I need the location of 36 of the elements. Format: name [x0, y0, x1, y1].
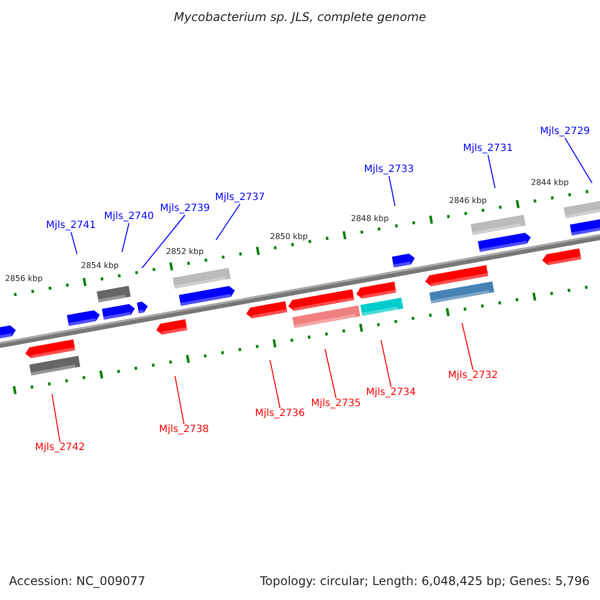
scale-label: 2852 kbp [166, 248, 204, 256]
scale-label: 2844 kbp [531, 179, 569, 187]
gene-label: Mjls_2734 [366, 388, 416, 398]
gene-label: Mjls_2739 [160, 204, 210, 214]
scale-label: 2850 kbp [270, 233, 308, 241]
gene-label: Mjls_2735 [311, 399, 361, 409]
leader-line [270, 360, 280, 408]
scale-label: 2848 kbp [351, 215, 389, 223]
gene-label: Mjls_2737 [215, 193, 265, 203]
scale-label: 2846 kbp [449, 197, 487, 205]
gene-label: Mjls_2729 [540, 127, 590, 137]
gene-label: Mjls_2736 [255, 409, 305, 419]
leader-line [174, 376, 184, 424]
gene-label: Mjls_2738 [159, 425, 209, 435]
leader-line [380, 340, 392, 388]
leader-line [462, 322, 474, 370]
title: Mycobacterium sp. JLS, complete genome [172, 11, 428, 23]
leader-line [216, 204, 240, 240]
gene-label: Mjls_2731 [463, 144, 513, 154]
footer-text: Topology: circular; Length: 6,048,425 bp; Genes: 5,796 [260, 575, 590, 587]
scale-label: 2854 kbp [81, 262, 119, 270]
footer-text: Accession: NC_009077 [9, 575, 146, 587]
gene-label: Mjls_2732 [448, 371, 498, 381]
leader-line [324, 348, 336, 398]
gene-label: Mjls_2742 [35, 443, 85, 453]
leader-line [122, 222, 130, 252]
gene-label: Mjls_2741 [46, 221, 96, 231]
leader-line [70, 232, 78, 254]
scale-label: 2856 kbp [5, 275, 43, 283]
gene-label: Mjls_2733 [364, 165, 414, 175]
leader-line [142, 214, 186, 268]
leader-line [52, 394, 60, 442]
leader-line [488, 154, 496, 188]
leader-line [564, 138, 592, 184]
gene-label: Mjls_2740 [104, 212, 154, 222]
leader-line [388, 176, 396, 206]
